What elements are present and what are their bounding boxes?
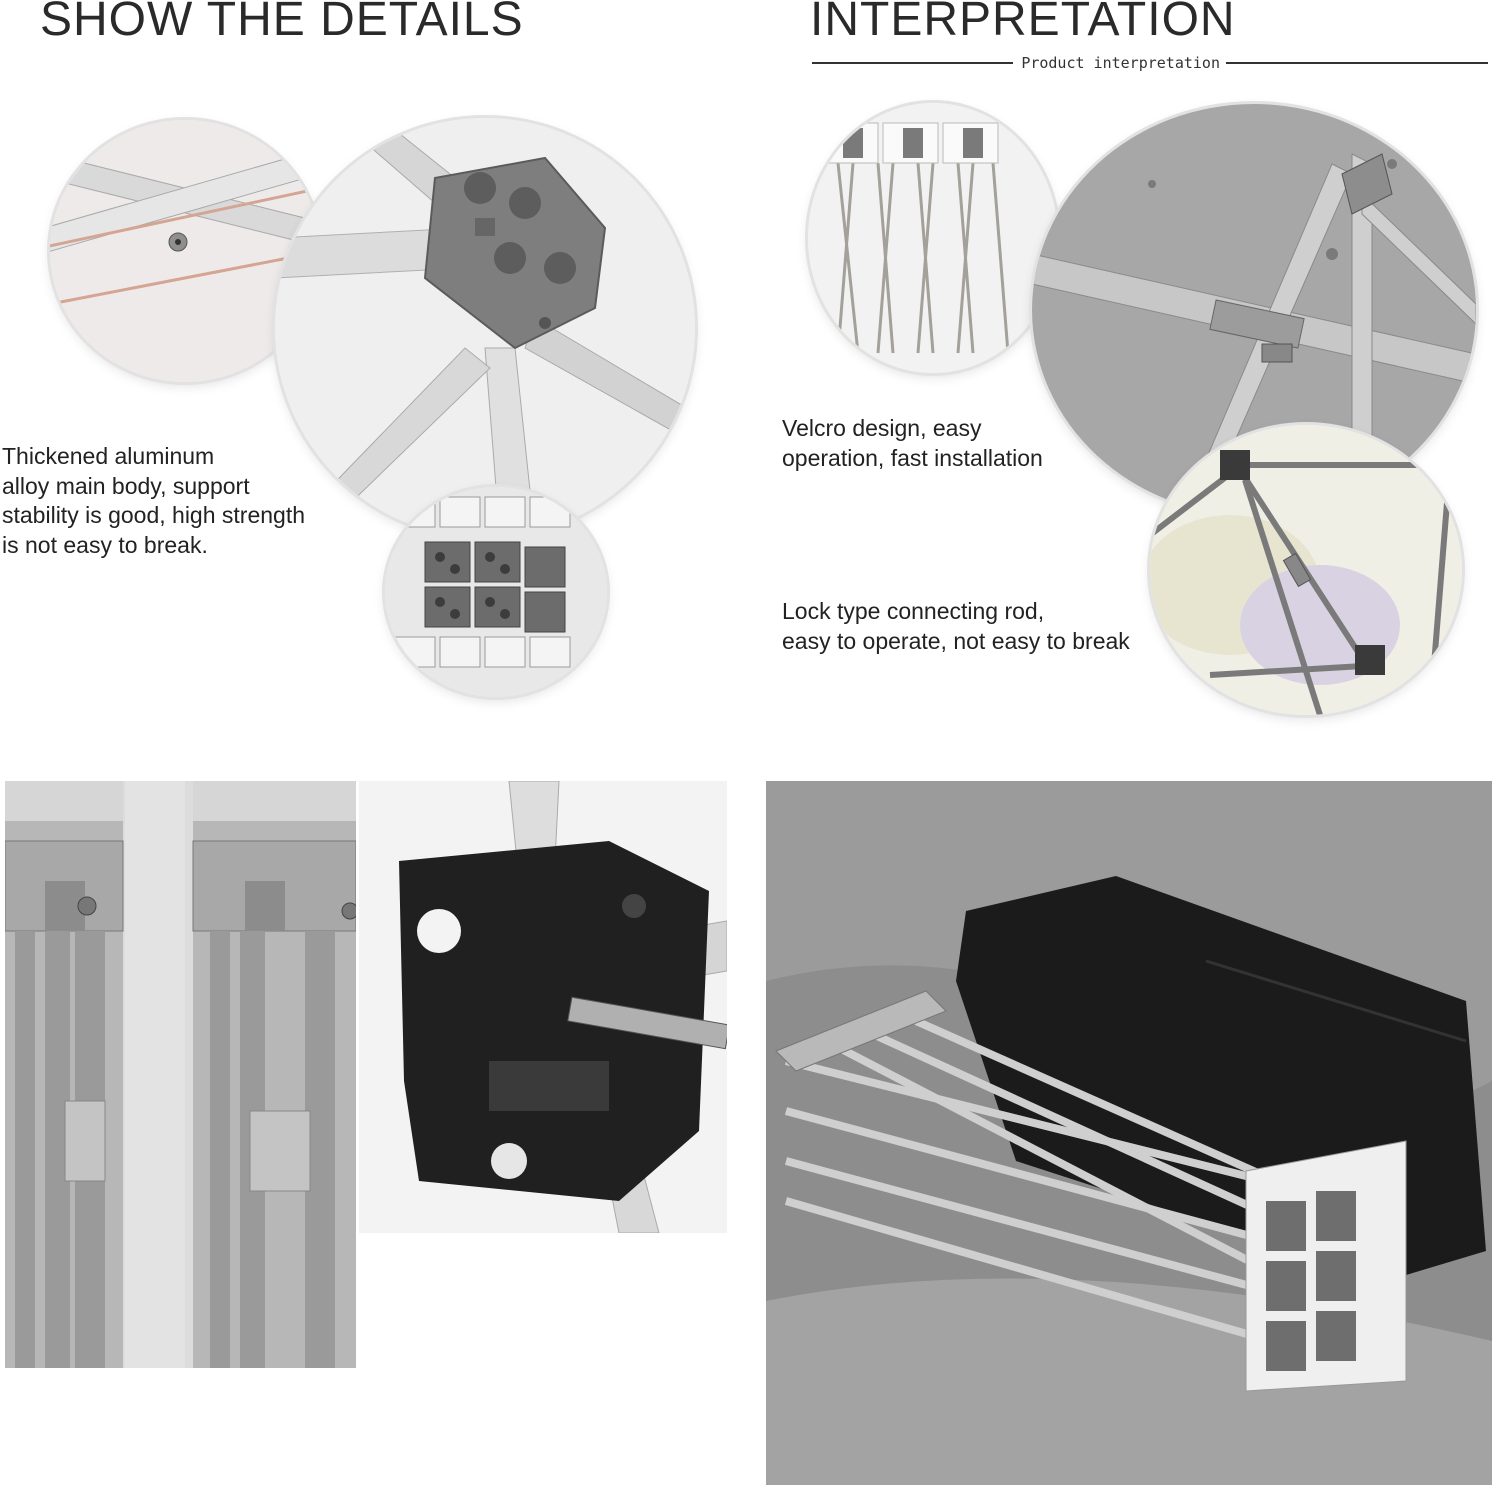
subtitle-rule: Product interpretation xyxy=(812,52,1220,74)
corner-connector-illustration xyxy=(275,118,695,538)
divider-line xyxy=(812,62,1014,64)
section-title-details: SHOW THE DETAILS xyxy=(40,0,524,46)
black-connector-photo xyxy=(359,781,727,1233)
section-title-interpretation: INTERPRETATION xyxy=(810,0,1236,46)
divider-line xyxy=(1226,62,1488,64)
lock-rod-illustration xyxy=(1032,104,1476,516)
canopy-corner-frame-image xyxy=(1150,425,1462,715)
section-subtitle: Product interpretation xyxy=(1021,54,1220,72)
black-connector-illustration xyxy=(359,781,727,1233)
folded-frame-illustration xyxy=(808,103,1058,373)
canopy-corner-frame-illustration xyxy=(1150,425,1462,715)
velcro-clip-illustration xyxy=(5,781,356,1368)
folded-frame-with-bag-illustration xyxy=(766,781,1492,1485)
folded-joints-illustration xyxy=(385,487,607,697)
caption-lock-rod: Lock type connecting rod, easy to operat… xyxy=(782,598,1130,654)
folded-frame-image xyxy=(808,103,1058,373)
folded-frame-with-bag-photo xyxy=(766,781,1492,1485)
caption-aluminum-body: Thickened aluminum alloy main body, supp… xyxy=(2,443,306,558)
caption-velcro-design: Velcro design, easy operation, fast inst… xyxy=(782,415,1043,471)
corner-connector-detail-image xyxy=(275,118,695,538)
folded-joints-detail-image xyxy=(385,487,607,697)
velcro-clip-photo xyxy=(5,781,356,1368)
